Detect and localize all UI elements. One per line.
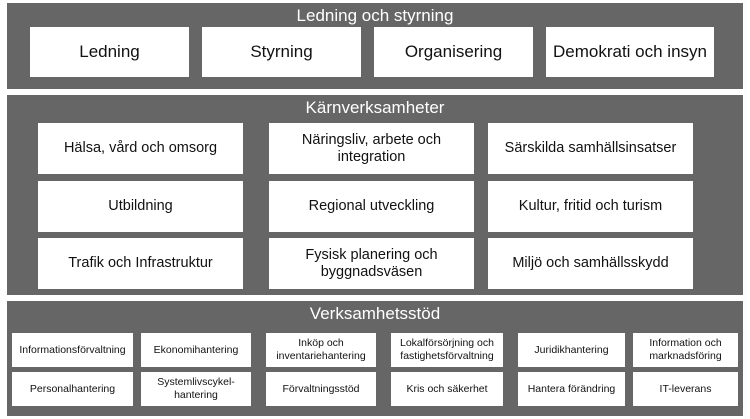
box-personalhantering[interactable]: Personalhantering (12, 372, 133, 406)
section-title-verksamhetsstod: Verksamhetsstöd (309, 304, 441, 323)
box-ledning[interactable]: Ledning (30, 27, 189, 77)
section-title-ledning: Ledning och styrning (296, 6, 454, 25)
box-organisering[interactable]: Organisering (374, 27, 533, 77)
box-sarskilda-samhallsinsatser[interactable]: Särskilda samhällsinsatser (488, 123, 693, 174)
box-inkop-inventariehantering[interactable]: Inköp och inventariehantering (266, 333, 376, 367)
box-it-leverans[interactable]: IT-leverans (633, 372, 738, 406)
box-kultur-fritid-turism[interactable]: Kultur, fritid och turism (488, 181, 693, 232)
box-styrning[interactable]: Styrning (202, 27, 361, 77)
box-hantera-forandring[interactable]: Hantera förändring (518, 372, 625, 406)
box-juridikhantering[interactable]: Juridikhantering (518, 333, 625, 367)
box-utbildning[interactable]: Utbildning (38, 181, 243, 232)
box-kris-och-sakerhet[interactable]: Kris och säkerhet (391, 372, 503, 406)
karnverksamheter-section: Kärnverksamheter Hälsa, vård och omsorg … (7, 95, 743, 295)
box-systemlivscykelhantering[interactable]: Systemlivscykel-hantering (141, 372, 251, 406)
box-regional-utveckling[interactable]: Regional utveckling (269, 181, 474, 232)
box-forvaltningsstod[interactable]: Förvaltningsstöd (266, 372, 376, 406)
box-miljo-samhallsskydd[interactable]: Miljö och samhällsskydd (488, 238, 693, 289)
section-title-karnverksamheter: Kärnverksamheter (305, 98, 445, 117)
ledning-och-styrning-section: Ledning och styrning Ledning Styrning Or… (7, 3, 743, 89)
box-informationsforvaltning[interactable]: Informationsförvaltning (12, 333, 133, 367)
box-halsa-vard-omsorg[interactable]: Hälsa, vård och omsorg (38, 123, 243, 174)
verksamhetsstod-section: Verksamhetsstöd Informationsförvaltning … (7, 301, 743, 416)
box-trafik-infrastruktur[interactable]: Trafik och Infrastruktur (38, 238, 243, 289)
box-fysisk-planering-byggnadsvasen[interactable]: Fysisk planering och byggnadsväsen (269, 238, 474, 289)
box-information-marknadsforing[interactable]: Information och marknadsföring (633, 333, 738, 367)
box-lokalforsorjning-fastighetsforvaltning[interactable]: Lokalförsörjning och fastighetsförvaltni… (391, 333, 503, 367)
box-demokrati-och-insyn[interactable]: Demokrati och insyn (546, 27, 714, 77)
box-naringsliv-arbete-integration[interactable]: Näringsliv, arbete och integration (269, 123, 474, 174)
box-ekonomihantering[interactable]: Ekonomihantering (141, 333, 251, 367)
